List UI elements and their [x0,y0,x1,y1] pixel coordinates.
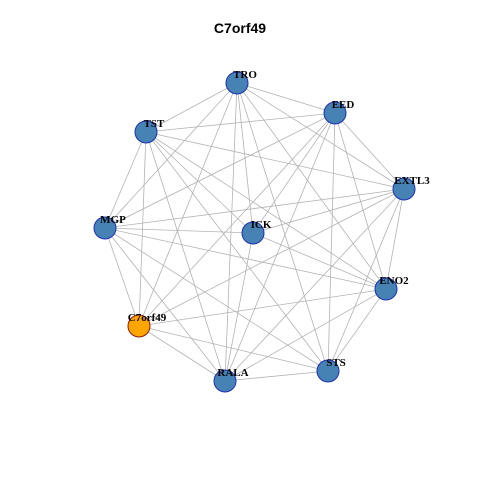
edge-eed-c7orf49 [138,112,336,327]
node-label-c7orf49: C7orf49 [128,312,167,324]
edge-tst-ick [145,131,254,234]
node-circle-c7orf49 [127,314,151,338]
edge-tst-extl3 [145,131,405,190]
node-ick: ICK [241,219,272,245]
edge-tro-sts [236,82,329,372]
edge-tro-extl3 [236,82,405,190]
node-circle-tst [134,120,158,144]
graph-title: C7orf49 [213,20,267,36]
node-label-tst: TST [144,118,165,130]
node-circle-mgp [93,216,117,240]
node-extl3: EXTL3 [392,175,430,201]
edge-tst-rala [145,131,226,382]
edge-extl3-sts [327,188,405,372]
node-label-sts: STS [326,357,346,369]
edge-eed-extl3 [334,112,405,190]
edge-layer [104,82,405,382]
edge-eed-tst [145,112,336,133]
edge-tro-c7orf49 [138,82,238,327]
edge-tst-eno2 [145,131,387,290]
edge-eed-ick [252,112,336,234]
edge-mgp-c7orf49 [104,227,140,327]
edge-ick-eno2 [252,232,387,290]
node-label-eno2: ENO2 [379,275,409,287]
edge-tst-mgp [104,131,147,229]
edge-extl3-eno2 [385,188,405,290]
edge-c7orf49-sts [138,325,329,372]
edge-eno2-rala [224,288,387,382]
node-label-ick: ICK [251,219,272,231]
node-label-tro: TRO [233,69,257,81]
edge-eno2-c7orf49 [138,288,387,327]
edge-eed-sts [327,112,336,372]
node-mgp: MGP [93,214,126,240]
edge-extl3-mgp [104,188,405,229]
node-tst: TST [134,118,165,144]
edge-c7orf49-rala [138,325,226,382]
edge-extl3-c7orf49 [138,188,405,327]
node-circle-tro [225,71,249,95]
edge-eed-rala [224,112,336,382]
edge-eno2-sts [327,288,387,372]
node-label-eed: EED [332,99,355,111]
node-circle-ick [241,221,265,245]
edge-mgp-sts [104,227,329,372]
edge-rala-sts [224,370,329,382]
edge-tro-tst [145,82,238,133]
edge-mgp-rala [104,227,226,382]
node-label-extl3: EXTL3 [394,175,430,187]
node-eno2: ENO2 [374,275,409,301]
edge-tro-eed [236,82,336,114]
node-eed: EED [323,99,355,125]
node-circle-eed [323,101,347,125]
node-circle-rala [213,369,237,393]
edge-tro-eno2 [236,82,387,290]
edge-eed-eno2 [334,112,387,290]
node-sts: STS [316,357,346,383]
node-label-mgp: MGP [100,214,126,226]
edge-extl3-rala [224,188,405,382]
node-label-rala: RALA [217,367,248,379]
node-c7orf49: C7orf49 [127,312,167,338]
edge-mgp-eno2 [104,227,387,290]
node-circle-eno2 [374,277,398,301]
node-circle-sts [316,359,340,383]
edge-mgp-ick [104,227,254,234]
edge-extl3-ick [252,188,405,234]
node-rala: RALA [213,367,249,393]
edge-ick-rala [224,232,254,382]
node-tro: TRO [225,69,257,95]
edge-tst-sts [145,131,329,372]
node-circle-extl3 [392,177,416,201]
